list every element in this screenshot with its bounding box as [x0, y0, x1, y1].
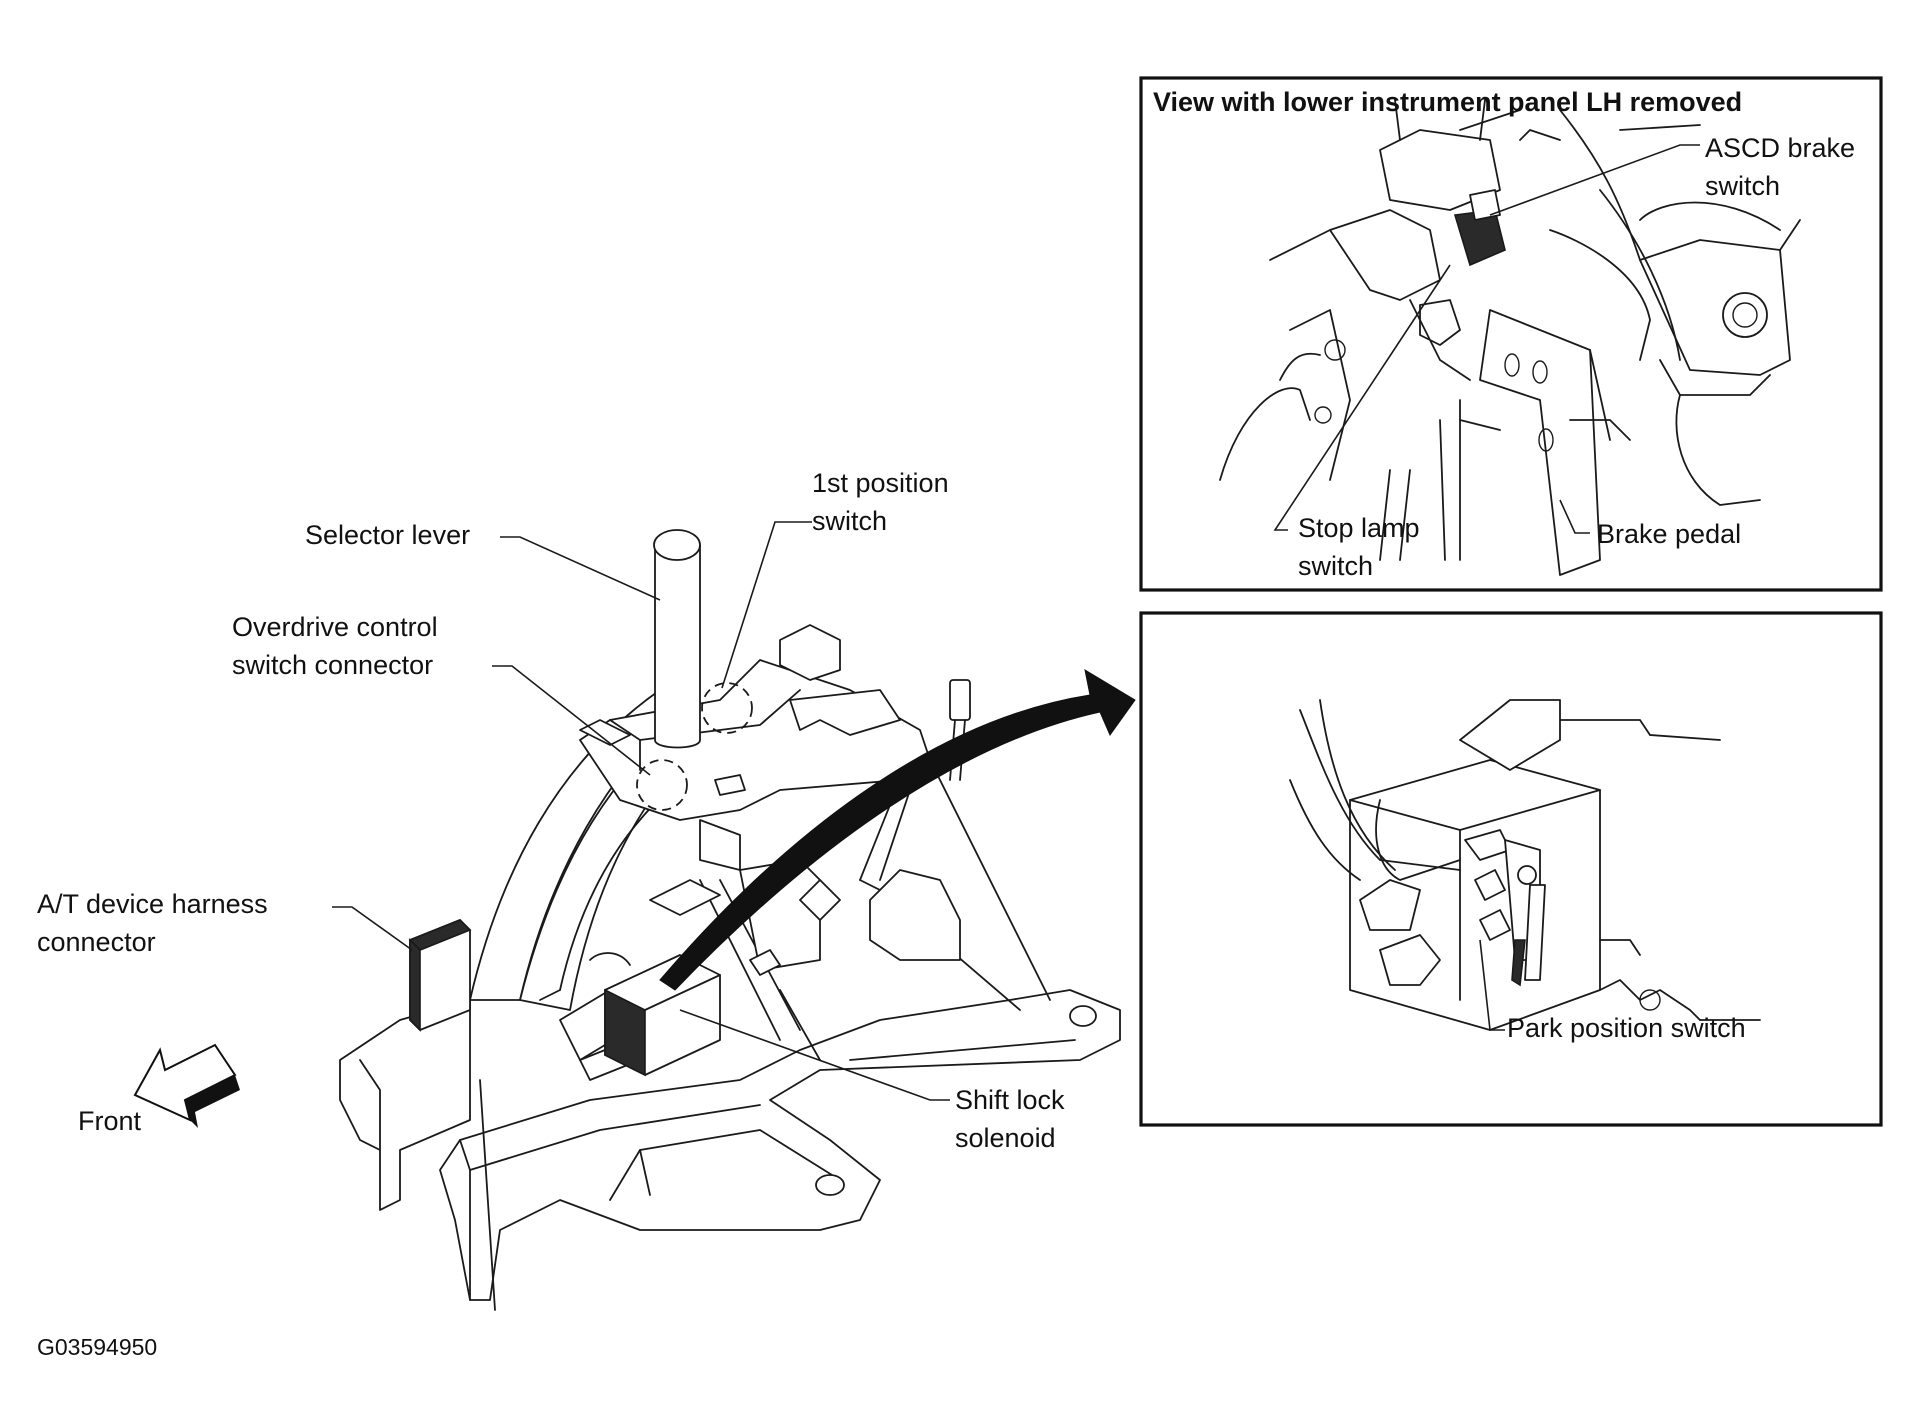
- label-shift-lock-solenoid-2: solenoid: [955, 1123, 1056, 1153]
- park-position-leader: [1479, 939, 1505, 1031]
- label-park-position-switch: Park position switch: [1507, 1013, 1746, 1043]
- park-position-switch-inset: [1139, 611, 1883, 1127]
- at-device-harness-connector: [408, 919, 472, 1032]
- label-stop-lamp-switch-1: Stop lamp: [1298, 513, 1420, 543]
- park-switch-drawing: [1289, 699, 1761, 1031]
- label-overdrive-connector-1: Overdrive control: [232, 612, 438, 642]
- selector-lever: [653, 529, 701, 749]
- brake-pedal-drawing: [1219, 99, 1801, 576]
- label-brake-pedal: Brake pedal: [1597, 519, 1741, 549]
- label-first-position-switch-1: 1st position: [812, 468, 949, 498]
- label-harness-connector-2: connector: [37, 927, 156, 957]
- at-device-assembly: [339, 624, 1121, 1311]
- top-inset-leader-lines: [1273, 144, 1700, 534]
- label-ascd-brake-switch-2: switch: [1705, 171, 1780, 201]
- label-first-position-switch-2: switch: [812, 506, 887, 536]
- inset-pointer-arrow: [659, 668, 1136, 991]
- main-leader-lines: [332, 521, 950, 1101]
- label-harness-connector-1: A/T device harness: [37, 889, 268, 919]
- shift-lock-solenoid-block: [604, 954, 721, 1077]
- label-front: Front: [78, 1106, 142, 1136]
- label-shift-lock-solenoid-1: Shift lock: [955, 1085, 1065, 1115]
- label-overdrive-connector-2: switch connector: [232, 650, 433, 680]
- inset-title: View with lower instrument panel LH remo…: [1153, 87, 1742, 117]
- label-stop-lamp-switch-2: switch: [1298, 551, 1373, 581]
- overdrive-connector-marker: [636, 759, 688, 811]
- figure-id: G03594950: [37, 1334, 157, 1360]
- brake-switch-inset: [1139, 76, 1883, 592]
- label-ascd-brake-switch-1: ASCD brake: [1705, 133, 1855, 163]
- first-position-switch-marker: [701, 682, 753, 734]
- label-selector-lever: Selector lever: [305, 520, 470, 550]
- front-direction-arrow: [133, 1043, 240, 1128]
